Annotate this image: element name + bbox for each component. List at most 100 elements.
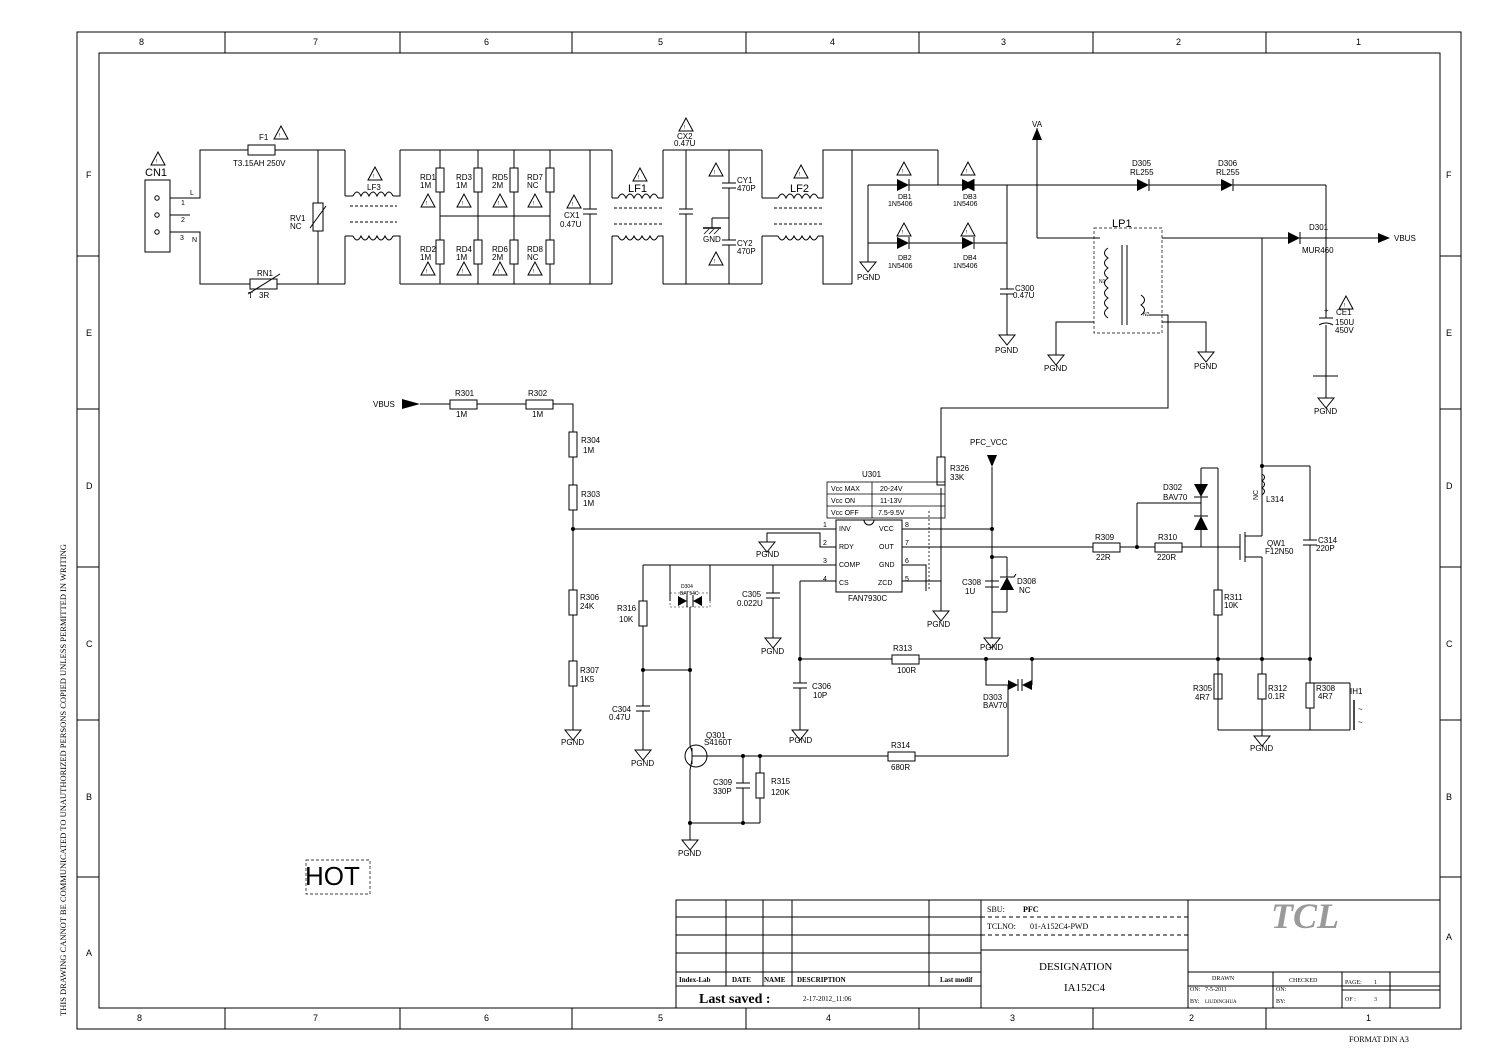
svg-text:24K: 24K	[580, 602, 595, 611]
warning-icon: !	[420, 192, 436, 208]
svg-text:PGND: PGND	[631, 759, 654, 768]
pfc-inductor-lp1	[1093, 227, 1163, 334]
ic-body	[835, 519, 903, 593]
title-block: Index-Lab DATE NAME DESCRIPTION Last mod…	[675, 896, 1441, 1009]
svg-text:D306: D306	[1218, 159, 1238, 168]
svg-text:3: 3	[180, 235, 184, 242]
svg-text:2M: 2M	[492, 181, 503, 190]
column-label-top: 4	[830, 37, 835, 47]
svg-text:0.47U: 0.47U	[674, 139, 696, 148]
svg-text:RV1: RV1	[290, 214, 306, 223]
svg-text:PGND: PGND	[1314, 407, 1337, 416]
svg-text:1U: 1U	[965, 587, 975, 596]
svg-text:C304: C304	[612, 705, 632, 714]
svg-text:1N5406: 1N5406	[888, 201, 913, 208]
svg-text:LP1: LP1	[1112, 218, 1132, 230]
row-label-right: E	[1446, 328, 1452, 338]
svg-text:1N5406: 1N5406	[953, 201, 978, 208]
svg-text:10P: 10P	[813, 691, 827, 700]
column-label-bottom: 8	[137, 1013, 142, 1023]
svg-text:PGND: PGND	[789, 736, 812, 745]
svg-text:!: !	[533, 269, 534, 275]
column-label-top: 2	[1176, 37, 1181, 47]
svg-text:QW1: QW1	[1267, 539, 1286, 548]
svg-text:!: !	[462, 201, 463, 207]
hot-label: HOT	[305, 861, 360, 891]
row-label-left: B	[86, 792, 92, 802]
svg-text:Vcc OFF: Vcc OFF	[831, 510, 859, 517]
svg-text:+: +	[1324, 306, 1329, 315]
svg-text:DB1: DB1	[898, 194, 912, 201]
svg-text:CX1: CX1	[564, 211, 580, 220]
svg-text:!: !	[714, 259, 715, 265]
svg-text:PGND: PGND	[678, 849, 701, 858]
svg-text:LF2: LF2	[790, 183, 809, 195]
svg-text:0.022U: 0.022U	[737, 599, 763, 608]
svg-text:R316: R316	[617, 604, 637, 613]
svg-text:MUR460: MUR460	[1302, 246, 1334, 255]
column-label-bottom: 7	[313, 1013, 318, 1023]
warning-icon: !	[632, 166, 648, 182]
svg-text:PGND: PGND	[761, 647, 784, 656]
svg-text:Last saved :: Last saved :	[699, 992, 771, 1007]
svg-text:RD8: RD8	[527, 245, 544, 254]
svg-text:C300: C300	[1015, 284, 1035, 293]
svg-text:N: N	[192, 237, 197, 244]
svg-text:N2: N2	[1143, 312, 1150, 318]
svg-text:8: 8	[905, 522, 909, 529]
svg-text:7.5-9.5V: 7.5-9.5V	[878, 510, 905, 517]
svg-text:6: 6	[905, 558, 909, 565]
svg-text:IA152C4: IA152C4	[1064, 982, 1105, 994]
svg-text:F1: F1	[259, 133, 269, 142]
svg-text:LIUDINGHUA: LIUDINGHUA	[1205, 1000, 1237, 1005]
svg-text:3R: 3R	[259, 291, 269, 300]
svg-text:VBUS: VBUS	[1394, 234, 1416, 243]
format-label: FORMAT DIN A3	[1349, 1035, 1409, 1044]
svg-text:R309: R309	[1095, 533, 1115, 542]
svg-text:U301: U301	[862, 470, 882, 479]
svg-text:CS: CS	[839, 580, 849, 587]
svg-text:!: !	[572, 202, 573, 208]
svg-text:11-13V: 11-13V	[880, 498, 902, 505]
svg-text:!: !	[714, 170, 715, 176]
svg-text:3: 3	[1374, 997, 1377, 1003]
warning-icon: !	[960, 221, 976, 237]
column-label-top: 1	[1356, 37, 1361, 47]
svg-text:BY:: BY:	[1190, 999, 1200, 1005]
svg-text:D304: D304	[681, 584, 693, 590]
svg-text:T: T	[248, 291, 253, 300]
warning-icon: !	[960, 160, 976, 176]
svg-text:!: !	[1344, 303, 1345, 309]
warning-icon: !	[708, 250, 724, 266]
svg-text:R303: R303	[581, 490, 601, 499]
svg-text:!: !	[426, 201, 427, 207]
pfc-power-stage: VA D305 RL255 D306 RL255 LP1 N1 N2 D301 …	[940, 120, 1416, 457]
svg-text:BAV70: BAV70	[983, 701, 1008, 710]
svg-text:!: !	[902, 169, 903, 175]
svg-text:1M: 1M	[456, 181, 467, 190]
svg-text:DATE: DATE	[732, 976, 751, 984]
svg-text:2: 2	[823, 540, 827, 547]
svg-text:1K5: 1K5	[580, 675, 595, 684]
svg-text:1M: 1M	[456, 410, 467, 419]
input-stage: CN1 1 2 3 L N F1 T3.15AH 250V RV1 NC RN1…	[144, 132, 938, 300]
svg-text:D308: D308	[1017, 577, 1037, 586]
svg-text:120K: 120K	[771, 788, 790, 797]
svg-text:PGND: PGND	[561, 738, 584, 747]
svg-text:!: !	[462, 269, 463, 275]
svg-text:CX2: CX2	[677, 132, 693, 141]
svg-text:RD6: RD6	[492, 245, 509, 254]
warning-icon: !	[708, 161, 724, 177]
svg-text:Index-Lab: Index-Lab	[679, 976, 711, 984]
row-label-left: F	[86, 170, 92, 180]
warning-icon: !	[273, 124, 289, 140]
svg-text:!: !	[533, 201, 534, 207]
bridge-rectifier: DB1 1N5406 DB3 1N5406 DB2 1N5406 DB4 1N5…	[851, 150, 1035, 335]
svg-text:20-24V: 20-24V	[880, 486, 903, 493]
svg-text:RD5: RD5	[492, 173, 509, 182]
svg-text:PFC: PFC	[1023, 905, 1039, 914]
warning-icons: ! ! ! ! ! ! ! ! ! ! ! ! ! ! ! ! ! ! ! ! …	[150, 116, 1354, 310]
warning-icon: !	[456, 192, 472, 208]
svg-text:VCC: VCC	[879, 526, 894, 533]
svg-text:OF :: OF :	[1345, 997, 1356, 1003]
